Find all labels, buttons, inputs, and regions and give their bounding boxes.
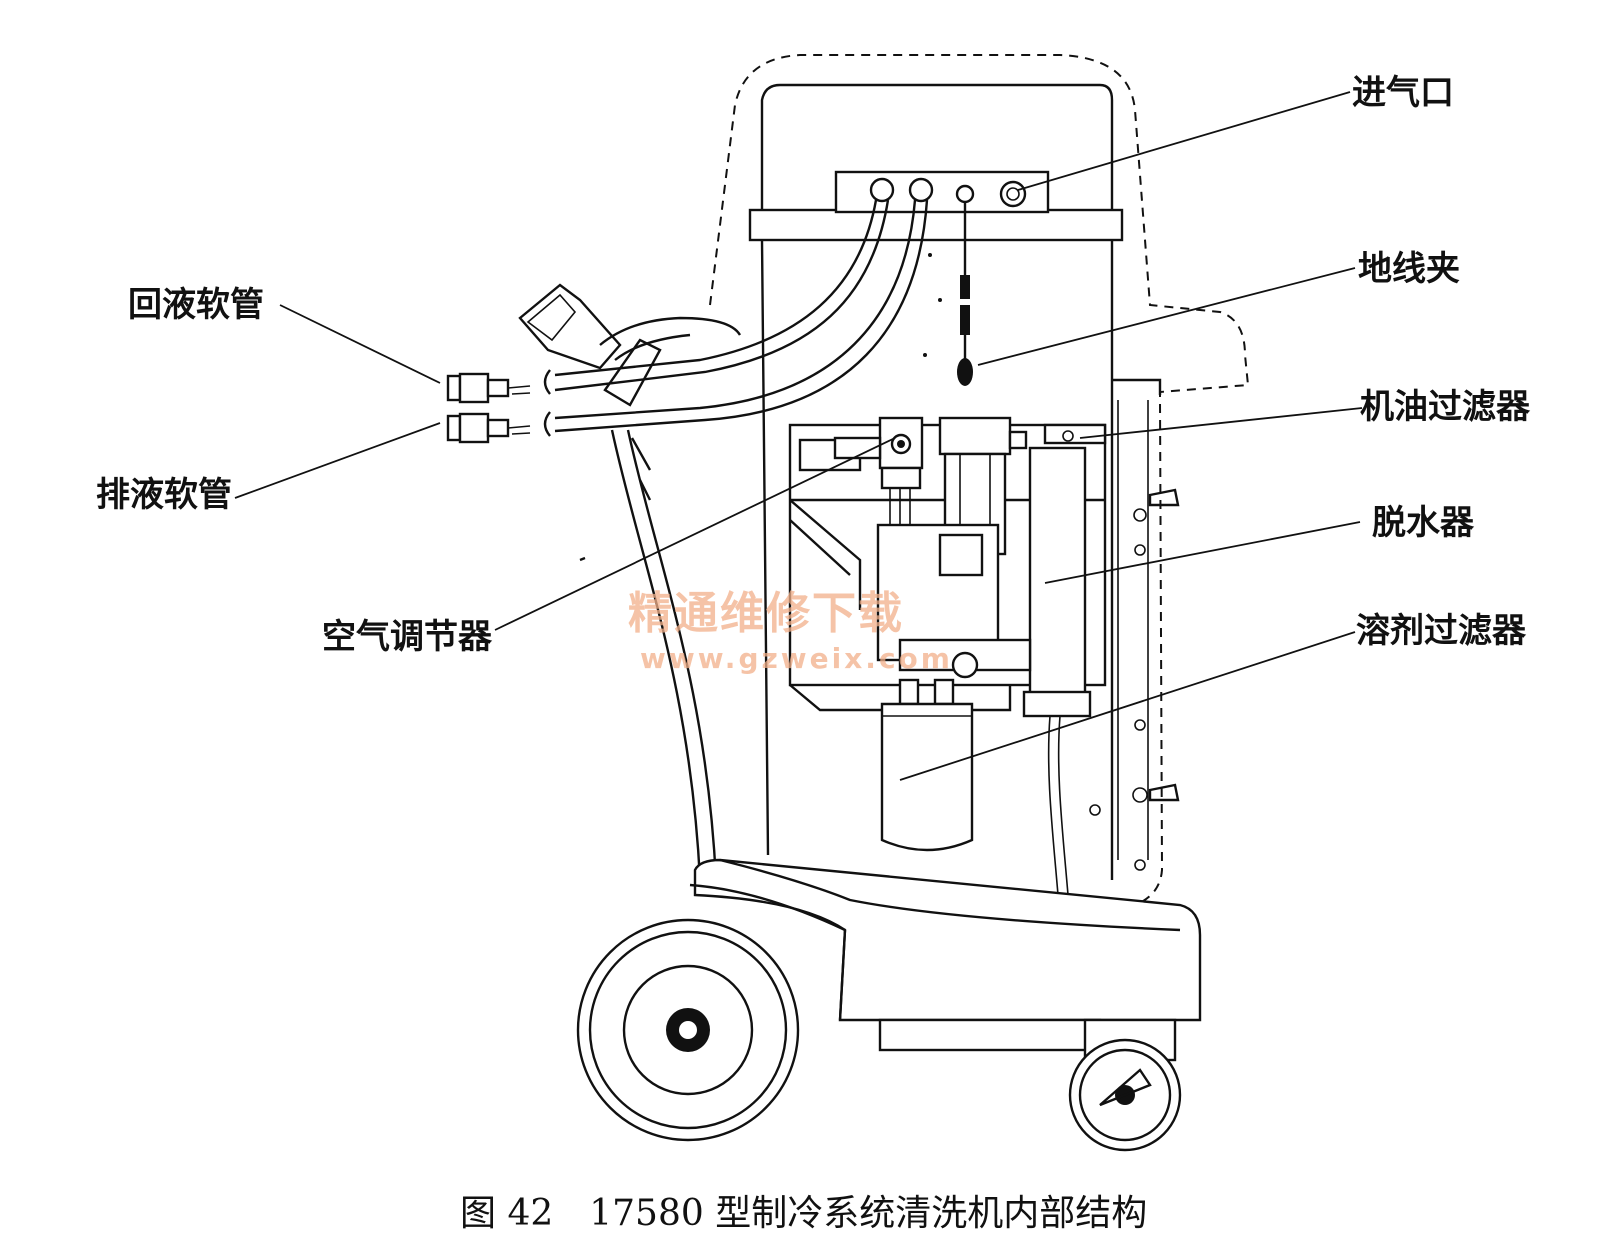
- top-connectors: [869, 177, 1027, 208]
- figure-caption: 图 42 17580 型制冷系统清洗机内部结构: [460, 1193, 1147, 1234]
- dehydrator-part: [1022, 446, 1092, 921]
- leader-lines: [234, 91, 1363, 781]
- label-dehydrator: 脱水器: [1372, 503, 1475, 543]
- label-ground-clamp: 地线夹: [1358, 249, 1460, 289]
- ground-clamp-part: [957, 202, 973, 386]
- hoses: [543, 199, 929, 437]
- air-regulator-part: [833, 416, 924, 525]
- cover-outline: [709, 54, 1250, 906]
- label-oil-filter: 机油过滤器: [1360, 387, 1531, 427]
- label-air-regulator: 空气调节器: [322, 617, 493, 657]
- handle-bar: [579, 429, 718, 881]
- label-solvent-filter: 溶剂过滤器: [1356, 611, 1527, 651]
- watermark-text: 精通维修下载: [628, 588, 904, 639]
- label-air-inlet: 进气口: [1352, 73, 1454, 113]
- solvent-filter-part: [876, 523, 1032, 852]
- caster-wheel: [1068, 1018, 1182, 1152]
- handle: [518, 283, 742, 407]
- label-drain-hose: 排液软管: [96, 475, 232, 515]
- big-wheel: [576, 918, 800, 1142]
- watermark-url: www.gzweix.com: [640, 642, 953, 675]
- label-return-hose: 回液软管: [128, 285, 264, 325]
- hose-fittings: [446, 372, 531, 444]
- base: [689, 858, 1202, 1052]
